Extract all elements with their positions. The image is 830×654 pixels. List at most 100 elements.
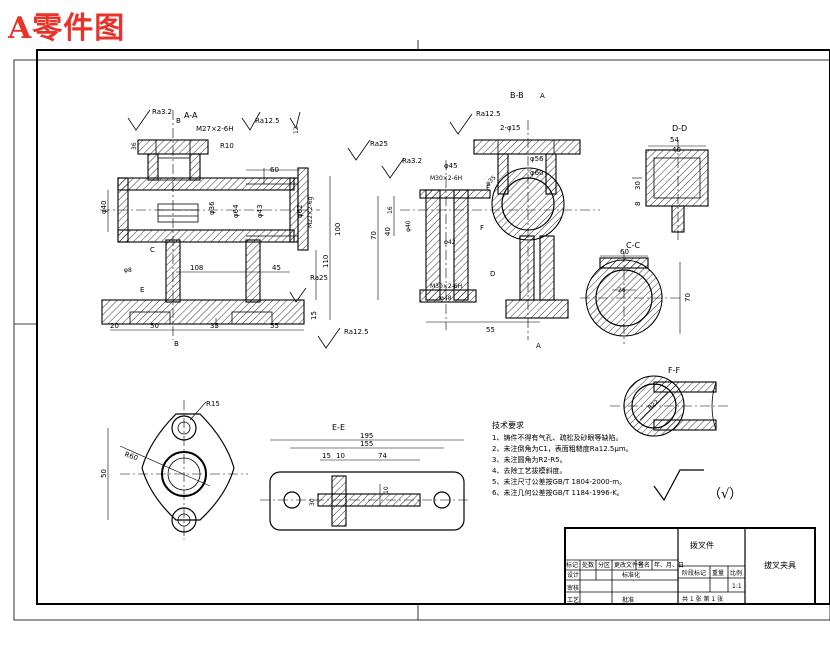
tb-scale: 比例 <box>730 569 742 577</box>
view-dd-text: D-D 54 40 30 8 <box>634 124 687 206</box>
cc-dim-26: 26 <box>618 287 626 294</box>
bb-mark-f: F <box>480 224 484 232</box>
view-ee <box>260 439 470 531</box>
aa-dim-110: 110 <box>322 255 330 268</box>
ee-dim-155: 155 <box>360 440 373 448</box>
bb-mark-f2: F <box>486 184 490 192</box>
view-aa <box>100 109 405 349</box>
dd-dim-54: 54 <box>670 136 679 144</box>
tech-req-item-1: 1、铸件不得有气孔、疏松及砂眼等缺陷。 <box>492 433 622 442</box>
aa-dim-20: 20 <box>110 322 119 330</box>
tech-req-title: 技术要求 <box>492 420 524 430</box>
tb-header-mark: 标记 <box>566 561 578 569</box>
tb-header-date: 年、月、日 <box>654 561 684 569</box>
bb-dim-phi48: φ48 <box>440 295 452 302</box>
surface-note: （√） <box>708 487 742 502</box>
flange-dim-50: 50 <box>100 469 108 478</box>
bb-dim-phi35: φ35 <box>484 174 497 187</box>
tech-req-item-6: 6、未注几何公差按GB/T 1184-1996-K。 <box>492 488 624 497</box>
view-aa-text: A-A Ra3.2 Ra12.5 Ra25 Ra25 Ra12.5 Ra3.2 … <box>100 108 422 348</box>
aa-dim-phi40: φ40 <box>100 200 108 214</box>
aa-mark-c: C <box>150 246 155 254</box>
ee-dim-195: 195 <box>360 432 373 440</box>
aa-ra-4: Ra25 <box>310 274 328 282</box>
view-cc-text: C-C 60 26 70 <box>618 241 692 302</box>
bb-dim-phi42: φ42 <box>444 239 456 246</box>
drawing-number: 拔叉夹具 <box>764 560 796 570</box>
aa-dim-15: 15 <box>310 311 318 320</box>
tb-sheets: 共 1 张 第 1 张 <box>682 595 723 603</box>
aa-dim-thread: M27×2-6H <box>196 125 234 133</box>
aa-dim-phi8: φ8 <box>124 267 132 274</box>
aa-dim-phi62: φ62 <box>296 204 304 218</box>
ee-dim-10a: 10 <box>336 452 345 460</box>
tech-requirements: 技术要求 1、铸件不得有气孔、疏松及砂眼等缺陷。 2、未注倒角为C1，表面粗糙度… <box>492 420 633 497</box>
tech-req-item-2: 2、未注倒角为C1，表面粗糙度Ra12.5μm。 <box>492 444 633 453</box>
view-dd-label: D-D <box>672 124 687 133</box>
dd-dim-40: 40 <box>672 146 681 154</box>
dd-dim-8: 8 <box>634 202 642 206</box>
ee-dim-30: 30 <box>309 498 316 506</box>
title-block: 拨叉件 拔叉夹具 标记 处数 分区 更改文件号 签名 年、月、日 设计 标准化 … <box>564 527 816 605</box>
aa-dim-phi43: φ43 <box>256 204 264 218</box>
aa-mark-bottom: B <box>174 340 179 348</box>
aa-ra-3: Ra25 <box>370 140 388 148</box>
bb-dim-phi60: φ60 <box>530 169 544 177</box>
view-aa-label: A-A <box>184 111 198 120</box>
bb-mark-d: D <box>490 270 495 278</box>
tb-header-sign: 签名 <box>638 561 650 569</box>
stamp-title: A零件图 <box>8 11 126 46</box>
flange-dim-r60: R60 <box>123 450 139 462</box>
flange-dim-r15: R15 <box>206 400 220 408</box>
bb-dim-70: 70 <box>370 231 378 240</box>
aa-dim-m22: M22×2-6g <box>307 196 314 228</box>
aa-dim-r10: R10 <box>220 142 234 150</box>
view-ff <box>610 375 730 437</box>
cc-dim-60: 60 <box>620 248 629 256</box>
tb-weight: 重量 <box>712 569 724 577</box>
aa-ra-5: Ra12.5 <box>344 328 369 336</box>
tb-header-zone: 分区 <box>598 561 610 569</box>
aa-dim-45: 45 <box>272 264 281 272</box>
aa-ra-1: Ra3.2 <box>152 108 172 116</box>
aa-dim-phi64: φ64 <box>232 204 240 218</box>
bb-dim-40: 40 <box>384 227 392 236</box>
tb-standardization: 标准化 <box>622 571 640 579</box>
aa-dim-12: 12 <box>293 126 300 134</box>
tech-req-item-5: 5、未注尺寸公差按GB/T 1804-2000-m。 <box>492 477 626 486</box>
ee-dim-74: 74 <box>378 452 387 460</box>
view-bb-label: B-B <box>510 91 524 100</box>
cc-dim-70: 70 <box>684 293 692 302</box>
surface-finish-symbol: （√） <box>653 469 742 502</box>
aa-mark-e: E <box>140 286 144 294</box>
aa-dim-phi36: φ36 <box>208 201 216 215</box>
aa-ra-2: Ra12.5 <box>255 117 280 125</box>
part-name: 拨叉件 <box>690 540 714 550</box>
ee-dim-10b: 10 <box>383 486 390 494</box>
tb-role-review: 审核 <box>567 584 579 592</box>
view-flange-text: R15 50 R60 <box>100 400 220 478</box>
view-cc-label: C-C <box>626 241 640 250</box>
view-bb <box>377 113 600 340</box>
view-ee-text: E-E 195 155 15 10 74 10 30 <box>309 423 390 506</box>
view-dd <box>632 140 709 240</box>
aa-ra-6: Ra3.2 <box>402 157 422 165</box>
bb-dim-m30-top: M30×2-6H <box>430 175 462 182</box>
tb-approve: 批准 <box>622 596 634 604</box>
bb-dim-m30-bottom: M30×2-6H <box>430 283 462 290</box>
tech-req-item-3: 3、未注圆角为R2-R5。 <box>492 455 567 464</box>
aa-dim-35: 35 <box>210 322 219 330</box>
tb-role-design: 设计 <box>567 571 579 579</box>
aa-dim-100: 100 <box>334 223 342 236</box>
tb-header-change: 更改文件号 <box>614 561 644 569</box>
bb-dim-2phi15: 2-φ15 <box>500 124 521 132</box>
bb-dim-phi56: φ56 <box>530 155 544 163</box>
ee-dim-15: 15 <box>322 452 331 460</box>
dd-dim-30: 30 <box>634 181 642 190</box>
aa-dim-50: 50 <box>150 322 159 330</box>
svg-text:E-E: E-E <box>332 423 345 432</box>
tb-role-process: 工艺 <box>567 596 579 604</box>
tb-scale-value: 1:1 <box>732 583 742 590</box>
view-flange <box>107 400 248 540</box>
